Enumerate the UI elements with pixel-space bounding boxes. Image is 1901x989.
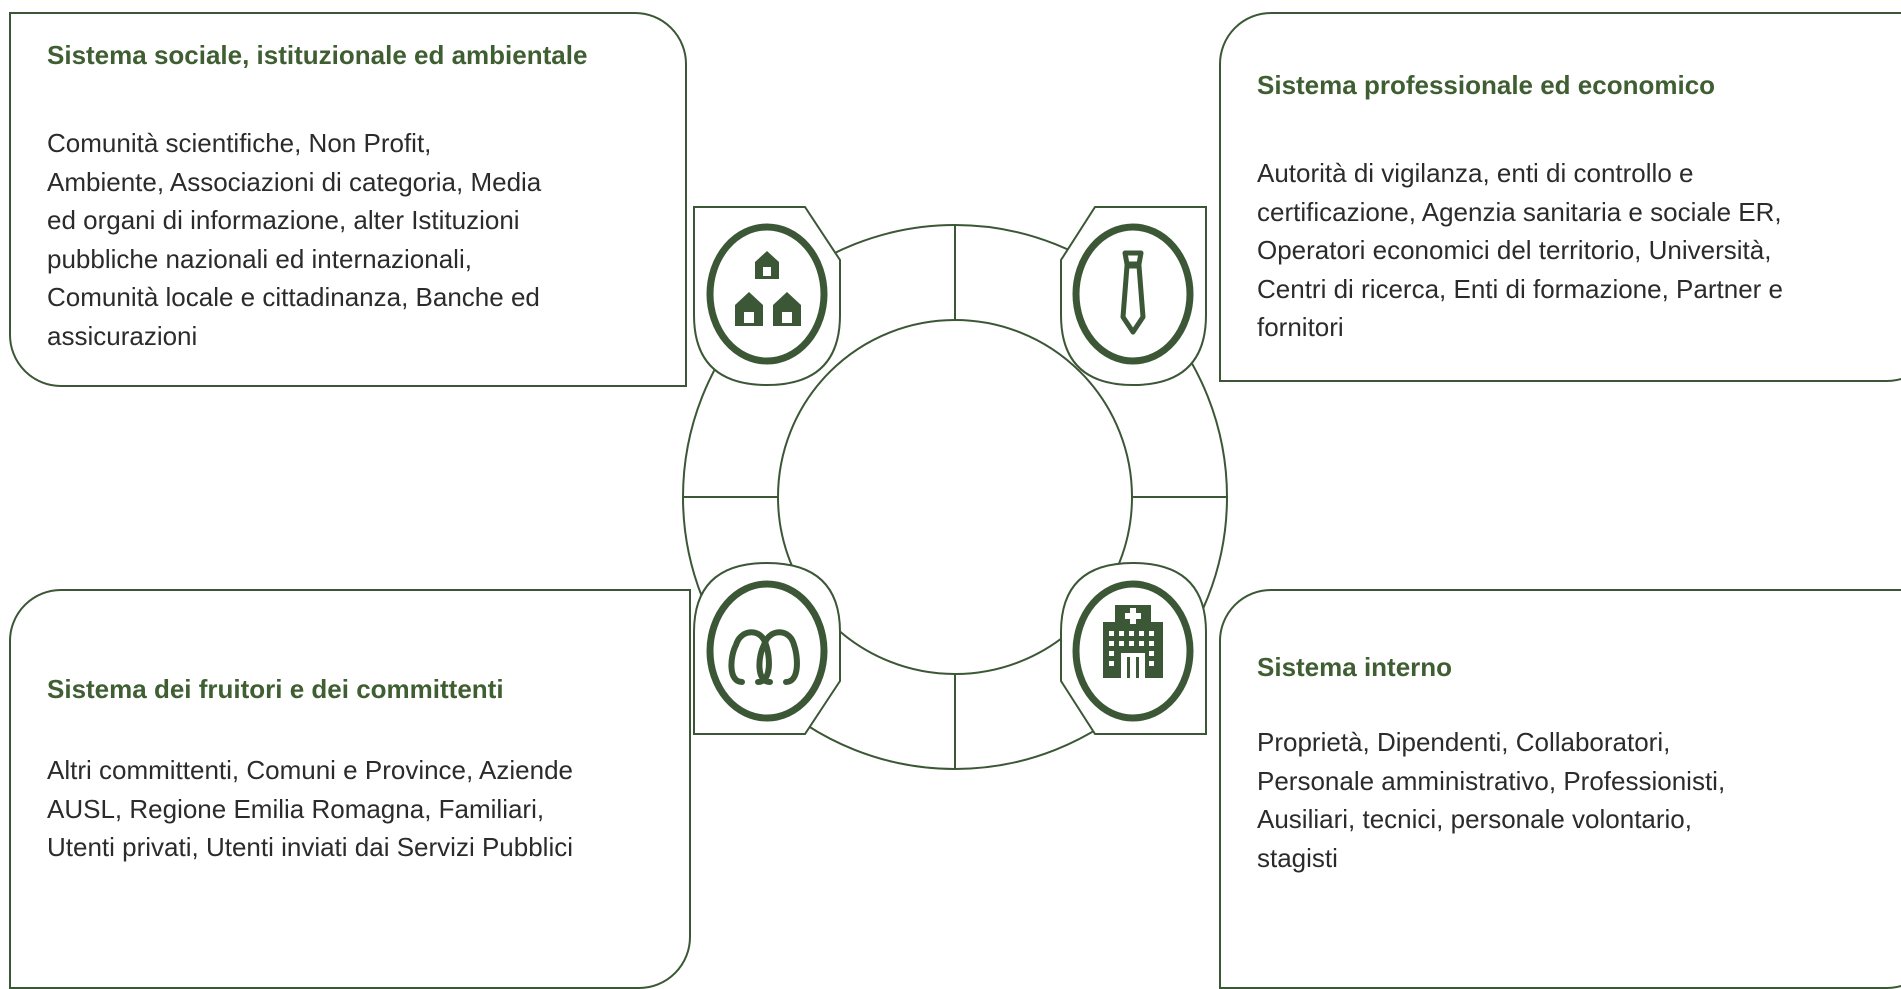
- card-professional-system: Sistema professionale ed economico Autor…: [1219, 12, 1901, 382]
- card-professional-text: Autorità di vigilanza, enti di controllo…: [1257, 158, 1783, 342]
- card-users-text: Altri committenti, Comuni e Province, Az…: [47, 755, 573, 862]
- card-internal-title: Sistema interno: [1257, 652, 1453, 682]
- outer-ring: [682, 224, 1228, 770]
- card-professional-title: Sistema professionale ed economico: [1257, 70, 1716, 100]
- card-social-system: Sistema sociale, istituzionale ed ambien…: [9, 12, 687, 387]
- card-internal-system: Sistema interno Proprietà, Dipendenti, C…: [1219, 589, 1901, 989]
- card-users-system: Sistema dei fruitori e dei committenti A…: [9, 589, 691, 989]
- necktie-icon: [1060, 206, 1207, 387]
- houses-icon: [693, 206, 841, 387]
- card-users-title: Sistema dei fruitori e dei committenti: [47, 674, 504, 704]
- card-social-text: Comunità scientifiche, Non Profit, Ambie…: [47, 128, 542, 351]
- inner-ring: [777, 319, 1133, 675]
- hospital-icon: [1060, 561, 1207, 735]
- card-internal-text: Proprietà, Dipendenti, Collaboratori, Pe…: [1257, 727, 1726, 873]
- card-social-title: Sistema sociale, istituzionale ed ambien…: [47, 40, 588, 70]
- people-icon: [693, 561, 841, 735]
